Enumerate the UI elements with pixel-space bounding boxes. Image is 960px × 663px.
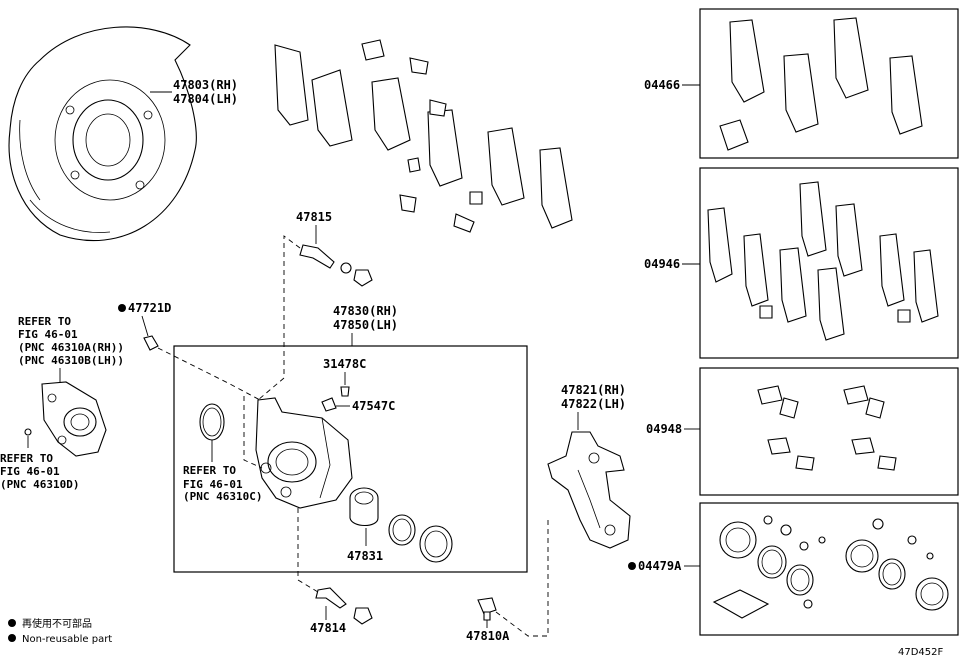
cap-label: 31478C bbox=[323, 357, 366, 371]
bolt-bottom-label: 47814 bbox=[310, 621, 346, 635]
shim-kit-label: 04946 bbox=[644, 257, 680, 271]
refer-knuckle-line-2: FIG 46-01 bbox=[18, 328, 78, 341]
pad-kit-box bbox=[699, 8, 959, 159]
bleeder-bolt-label: 47721D bbox=[128, 301, 171, 315]
guide-bolt-top bbox=[299, 244, 373, 287]
pad-and-shim-cluster bbox=[274, 39, 573, 233]
bolt-top-label: 47815 bbox=[296, 210, 332, 224]
caliper-assy-label-rh: 47830(RH) bbox=[333, 304, 398, 318]
piston bbox=[349, 487, 379, 527]
caliper-assy-label-lh: 47850(LH) bbox=[333, 318, 398, 332]
refer-seal-line-1: REFER TO bbox=[183, 464, 236, 477]
dust-cover-label-rh: 47803(RH) bbox=[173, 78, 238, 92]
refer-knuckle-line-1: REFER TO bbox=[18, 315, 71, 328]
legend-text-jp: 再使用不可部品 bbox=[22, 617, 92, 630]
piston-seal-ring bbox=[199, 403, 225, 441]
legend-mark-1 bbox=[8, 619, 16, 627]
dust-cover-label-lh: 47804(LH) bbox=[173, 92, 238, 106]
seal-kit-label: 04479A bbox=[638, 559, 682, 573]
bleeder-bolt bbox=[143, 335, 159, 351]
legend-mark-2 bbox=[8, 634, 16, 642]
cap bbox=[340, 386, 350, 397]
plug-label: 47547C bbox=[352, 399, 395, 413]
refer-hub-line-3: (PNC 46310D) bbox=[0, 478, 79, 491]
knuckle-bolt bbox=[24, 428, 32, 436]
legend-text-en: Non-reusable part bbox=[22, 634, 112, 645]
non-reusable-mark-seal-kit bbox=[628, 562, 636, 570]
guide-bolt-bottom bbox=[315, 587, 373, 625]
plug bbox=[321, 397, 337, 412]
dust-cover-illustration bbox=[8, 26, 197, 242]
non-reusable-mark-bleeder bbox=[118, 304, 126, 312]
mounting-label-rh: 47821(RH) bbox=[561, 383, 626, 397]
refer-knuckle-line-4: (PNC 46310B(LH)) bbox=[18, 354, 124, 367]
seal-kit-parts bbox=[712, 515, 949, 619]
clip-kit-box bbox=[699, 367, 959, 496]
knuckle-illustration bbox=[41, 381, 107, 457]
refer-hub-line-1: REFER TO bbox=[0, 452, 53, 465]
mounting-label-lh: 47822(LH) bbox=[561, 397, 626, 411]
figure-id: 47D452F bbox=[898, 647, 944, 658]
refer-seal-line-2: FIG 46-01 bbox=[183, 478, 243, 491]
refer-knuckle-line-3: (PNC 46310A(RH)) bbox=[18, 341, 124, 354]
mounting-bracket bbox=[547, 431, 631, 549]
caliper-body bbox=[255, 397, 353, 509]
pad-kit-parts bbox=[719, 17, 923, 151]
piston-label: 47831 bbox=[347, 549, 383, 563]
refer-seal-line-3: (PNC 46310C) bbox=[183, 490, 262, 503]
caliper-assembly-box bbox=[173, 345, 528, 573]
refer-hub-line-2: FIG 46-01 bbox=[0, 465, 60, 478]
shim-kit-box bbox=[699, 167, 959, 359]
mounting-bolt bbox=[477, 597, 497, 621]
clip-kit-parts bbox=[757, 385, 897, 471]
mounting-bolt-label: 47810A bbox=[466, 629, 510, 643]
seal-kit-box bbox=[699, 502, 959, 636]
pad-kit-label: 04466 bbox=[644, 78, 680, 92]
shim-kit-parts bbox=[707, 181, 939, 341]
clip-kit-label: 04948 bbox=[646, 422, 682, 436]
